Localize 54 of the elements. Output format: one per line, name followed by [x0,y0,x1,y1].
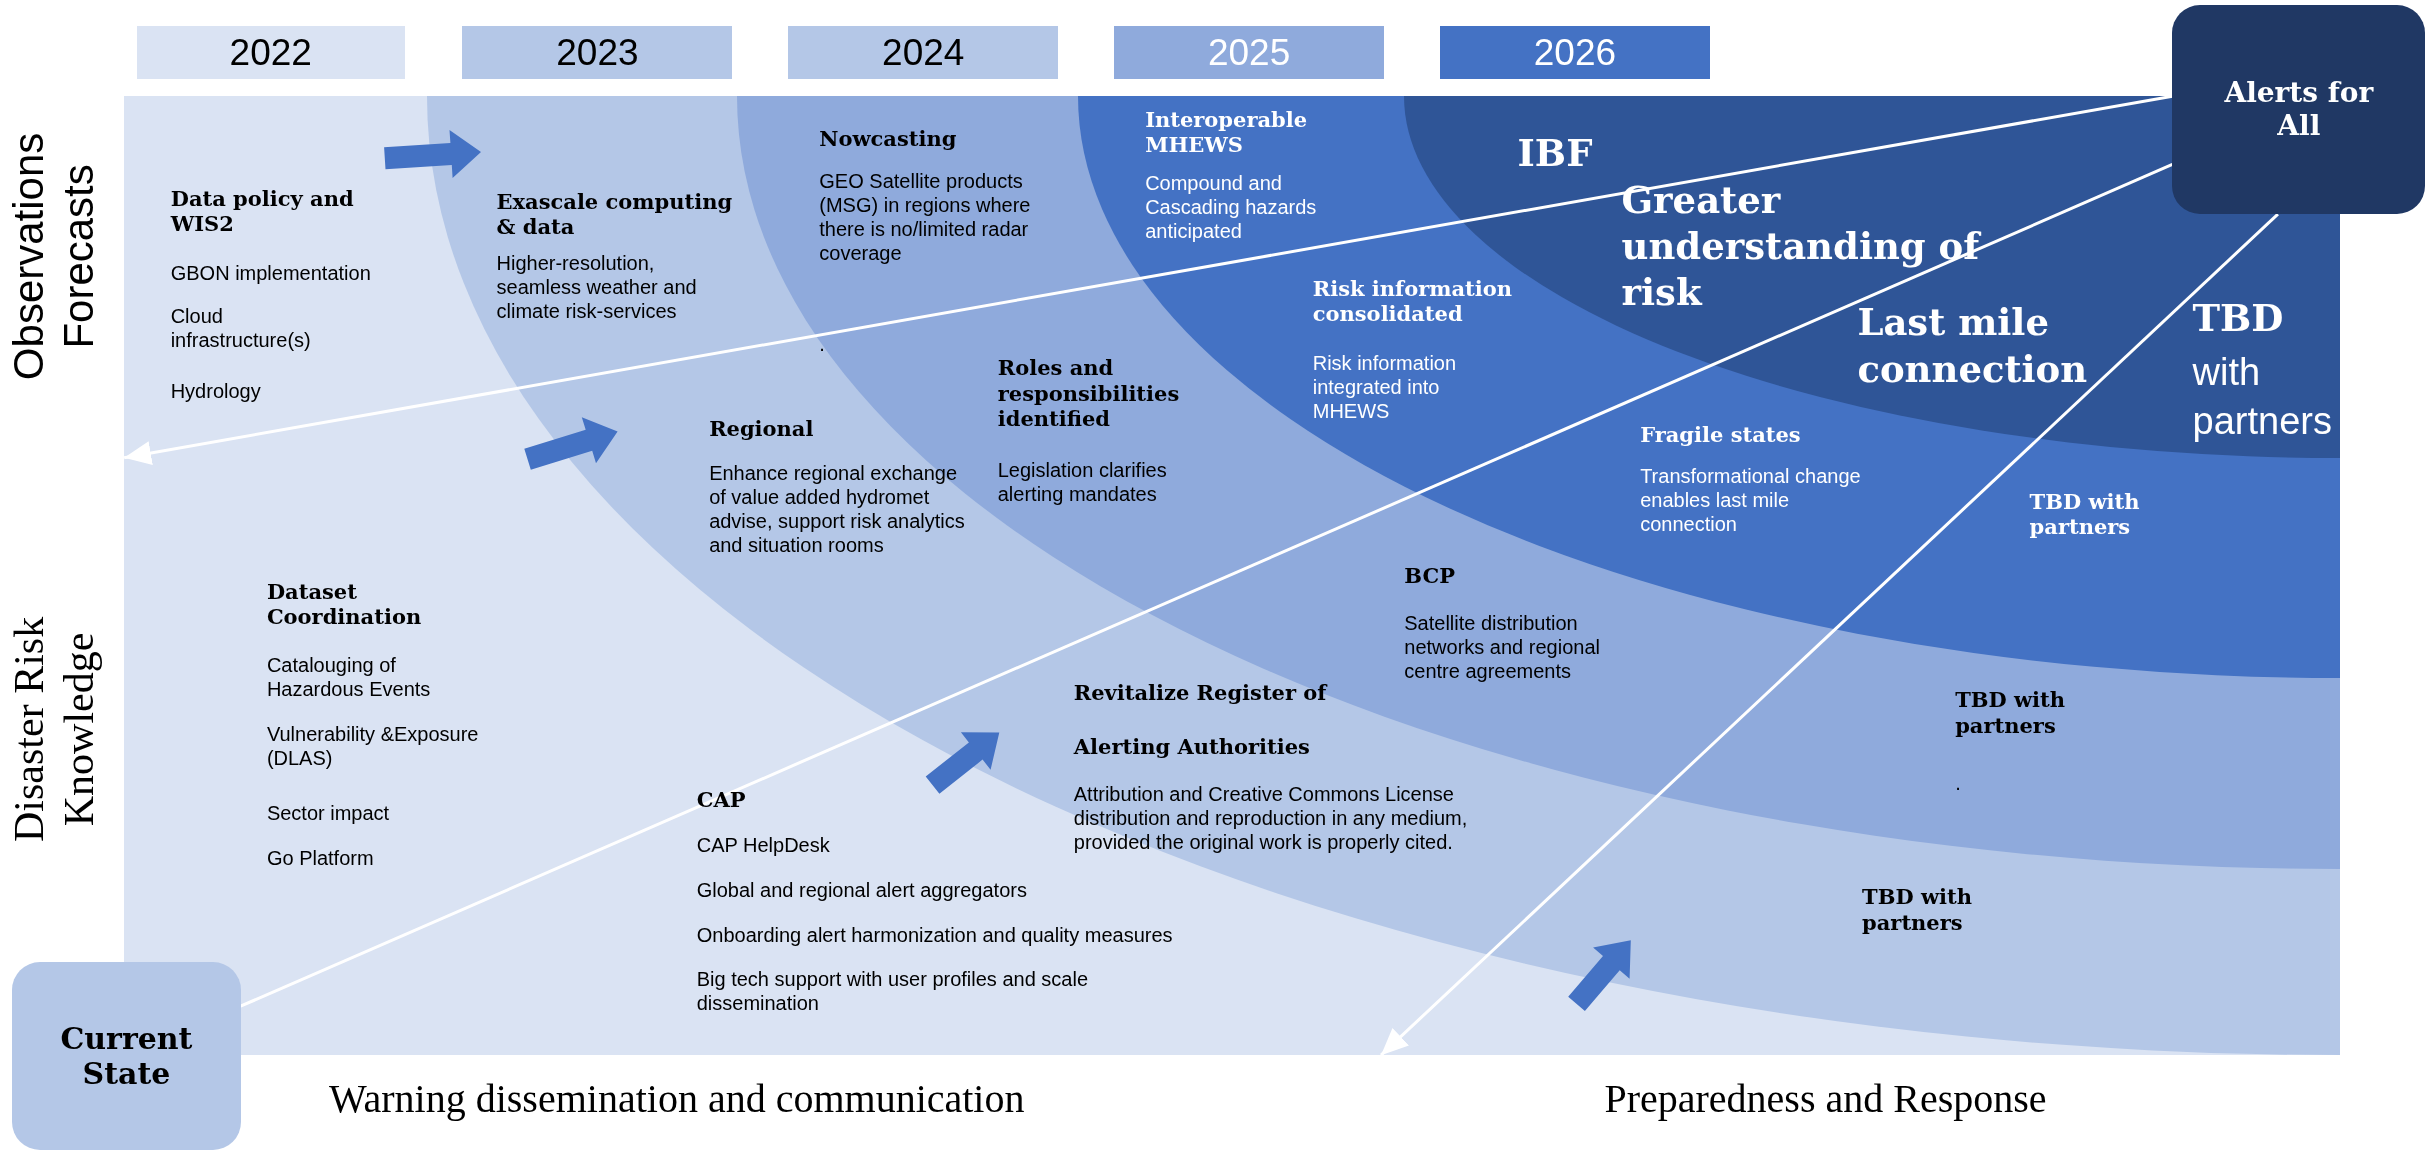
axis-label: Disaster Risk Knowledge [4,615,104,845]
item-text: Catalouging of Hazardous Events [266,653,432,702]
connector-line [239,163,2173,1008]
item-text: Legislation clarifies alerting mandates [997,457,1168,506]
year-box: 2024 [788,26,1059,80]
arrow [123,94,2173,465]
item-heading: Exascale computing & data [496,189,734,240]
item-heading: Regional [709,415,815,442]
item-text: Hydrology [170,378,262,403]
item-heading: Dataset Coordination [266,578,423,630]
status-box: Current State [12,962,241,1150]
caption-text: Warning dissemination and communication [328,1075,1026,1124]
item-heading: Interoperable MHEWS [1145,107,1309,158]
item-text: Global and regional alert aggregators [696,878,1028,903]
theme-label: TBD [2192,294,2285,342]
item-text: Transformational change enables last mile connection [1640,463,1862,536]
item-text: Compound and Cascading hazards anticipated [1145,170,1318,243]
item-text: GEO Satellite products (MSG) in regions where there is no/limited radar coverage [819,169,1032,266]
item-heading: TBD with partners [2029,488,2141,540]
item-heading: Nowcasting [819,125,958,151]
item-heading: CAP [696,786,747,812]
item-text: CAP HelpDesk [696,833,831,858]
item-text: Cloud infrastructure(s) [170,304,312,353]
caption-text: Preparedness and Response [1604,1075,2048,1124]
item-text: Onboarding alert harmonization and quality measures [696,923,1174,948]
item-text: Vulnerability &Exposure (DLAS) [266,721,480,770]
year-box: 2023 [462,26,733,80]
item-text: . [1955,771,1962,796]
year-box: 2025 [1114,26,1385,80]
item-text: . [819,332,826,357]
axis-label: Observations Forecasts [3,131,104,383]
item-heading: Risk information consolidated [1312,276,1513,327]
item-heading: BCP [1404,563,1456,589]
theme-label: IBF [1517,130,1594,177]
item-heading: Data policy and WIS2 [170,186,355,237]
item-heading: Roles and responsibilities identified [997,355,1181,431]
item-text: Satellite distribution networks and regional centre agreements [1404,611,1601,684]
item-heading: TBD with partners [1955,687,2067,738]
theme-label: with partners [2192,349,2333,444]
item-text: Attribution and Creative Commons License distribution and reproduction in any medium, provided the original work is properly cited. [1073,782,1469,855]
item-heading: TBD with partners [1862,884,1973,935]
item-text: Higher-resolution, seamless weather and climate risk-services [496,251,698,324]
item-text: Big tech support with user profiles and scale dissemination [696,966,1090,1015]
item-text: Go Platform [266,845,375,870]
item-text: Risk information integrated into MHEWS [1312,350,1458,423]
item-heading: Fragile states [1640,422,1802,448]
item-text: Enhance regional exchange of value added hydromet advise, support risk analytics and situation rooms [709,460,966,557]
item-heading: Revitalize Register of Alerting Authorities [1073,678,1329,762]
arrow [1380,213,2279,1057]
item-text: GBON implementation [170,260,372,285]
item-text: Sector impact [266,800,391,825]
goal-box: Alerts for All [2172,4,2426,215]
year-box: 2026 [1439,26,1710,80]
year-box: 2022 [136,26,405,80]
